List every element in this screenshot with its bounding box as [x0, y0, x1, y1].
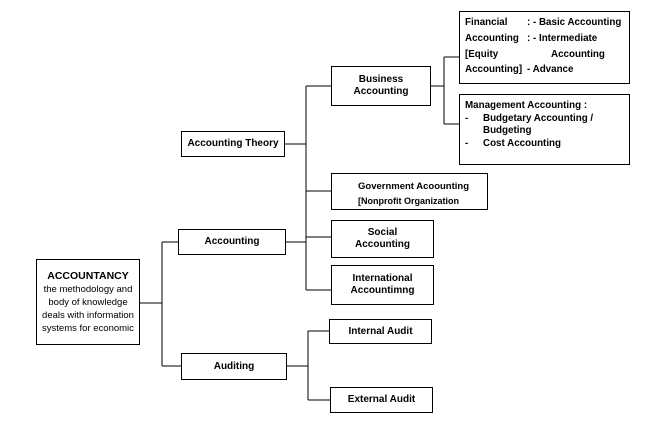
accounting-label: Accounting — [204, 236, 260, 247]
management-accounting-item: Budgeting — [465, 125, 624, 138]
financial-accounting-cell: Accounting] — [465, 64, 523, 76]
international-accounting-node: International Accountimng — [331, 265, 434, 305]
accountancy-description-line: the methodology and — [43, 283, 133, 295]
financial-accounting-cell: Accounting — [551, 48, 605, 60]
accountancy-description-line: systems for economic — [42, 322, 134, 334]
business-accounting-node: Business Accounting — [331, 66, 431, 106]
government-accounting-node: Government Acoounting [Nonprofit Organiz… — [331, 173, 488, 210]
social-accounting-line: Accounting — [355, 239, 410, 250]
accountancy-description: the methodology and body of knowledge de… — [42, 283, 134, 335]
management-accounting-item-text: Budgeting — [483, 125, 532, 136]
accountancy-title: ACCOUNTANCY — [47, 269, 129, 282]
list-dash: - — [465, 137, 469, 149]
financial-accounting-node: Financial : - Basic Accounting Accountin… — [459, 11, 630, 84]
government-accounting-title: Government Acoounting — [358, 181, 470, 192]
management-accounting-node: Management Accounting : - Budgetary Acco… — [459, 94, 630, 165]
management-accounting-item: - Budgetary Accounting / — [465, 113, 624, 126]
management-accounting-item: - Cost Accounting — [465, 138, 624, 151]
accountancy-description-line: body of knowledge — [48, 296, 128, 308]
management-accounting-title: Management Accounting : — [465, 100, 588, 111]
accountancy-description-line: deals with information — [42, 309, 134, 321]
external-audit-label: External Audit — [347, 394, 416, 405]
financial-accounting-cell: : - Basic Accounting — [527, 17, 622, 28]
list-dash — [465, 125, 483, 138]
government-accounting-subtitle: [Nonprofit Organization — [358, 196, 459, 206]
financial-accounting-cell: : - Intermediate — [527, 32, 598, 44]
social-accounting-line: Social — [367, 227, 398, 238]
accounting-node: Accounting — [178, 229, 286, 255]
management-accounting-item-text: Budgetary Accounting / — [483, 112, 594, 124]
accounting-theory-node: Accounting Theory — [181, 131, 285, 157]
external-audit-node: External Audit — [330, 387, 433, 413]
financial-accounting-cell: - Advance — [527, 64, 574, 76]
auditing-label: Auditing — [213, 360, 255, 372]
accounting-theory-label: Accounting Theory — [187, 138, 279, 149]
financial-accounting-cell: Accounting — [465, 32, 519, 44]
business-accounting-line: Business — [358, 74, 404, 85]
financial-accounting-cell: Financial — [465, 17, 508, 28]
internal-audit-node: Internal Audit — [329, 319, 432, 344]
international-accounting-line: International — [352, 273, 413, 284]
financial-accounting-cell: [Equity — [465, 48, 499, 60]
auditing-node: Auditing — [181, 353, 287, 380]
business-accounting-line: Accounting — [353, 86, 409, 97]
social-accounting-node: Social Accounting — [331, 220, 434, 258]
list-dash: - — [465, 112, 469, 124]
internal-audit-label: Internal Audit — [348, 325, 413, 337]
international-accounting-line: Accountimng — [350, 285, 415, 296]
accountancy-root-node: ACCOUNTANCY the methodology and body of … — [36, 259, 140, 345]
management-accounting-item-text: Cost Accounting — [483, 137, 562, 149]
